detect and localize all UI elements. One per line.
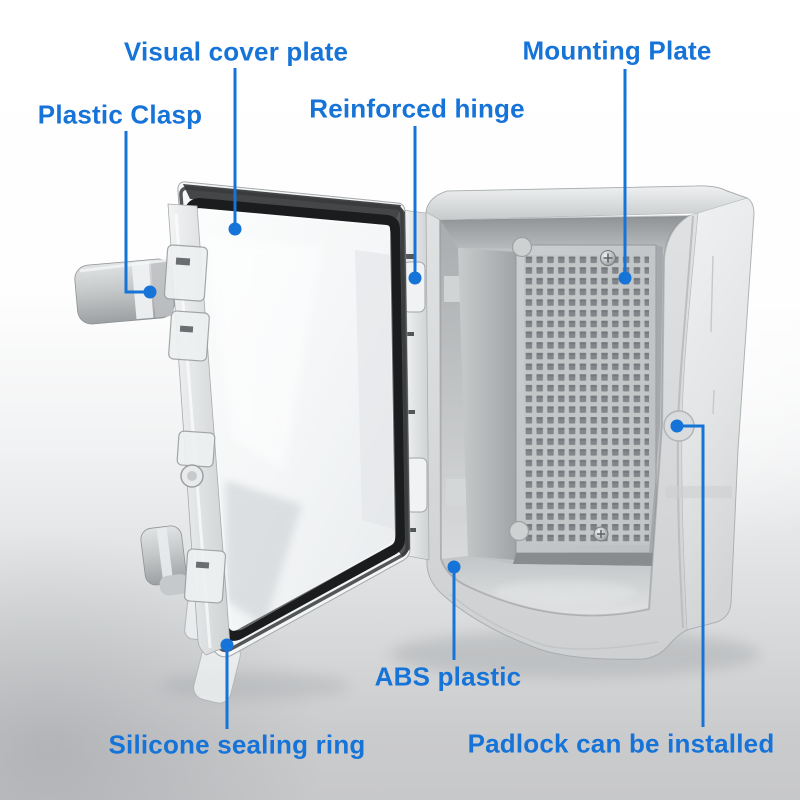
wall-seam xyxy=(710,255,714,333)
rail-slot xyxy=(195,561,210,569)
transparent-cover xyxy=(163,181,411,658)
callout-label-padlock: Padlock can be installed xyxy=(467,728,775,759)
callout-dot-reinforced-hinge xyxy=(408,271,422,285)
wall-reflection-band xyxy=(666,486,732,498)
rail-knuckle xyxy=(176,430,216,468)
callout-dot-silicone-sealing-ring xyxy=(220,638,234,652)
cover-ground-shadow xyxy=(160,672,350,700)
leader-plastic-clasp xyxy=(124,131,148,294)
box-interior xyxy=(440,216,688,616)
callout-label-plastic-clasp: Plastic Clasp xyxy=(37,99,203,130)
plate-screw-top xyxy=(600,250,616,266)
rail-knuckle xyxy=(168,310,210,362)
interior-back-corner xyxy=(458,248,516,560)
callout-dot-visual-cover-plate xyxy=(228,222,242,236)
hinge-slot xyxy=(408,410,415,414)
enclosure-box xyxy=(425,185,755,660)
plate-bottom-shadow xyxy=(513,553,656,566)
rail-knuckle xyxy=(183,548,227,604)
hinge-slot xyxy=(406,254,414,259)
interior-left-wall xyxy=(440,220,468,559)
callout-dot-padlock xyxy=(670,419,684,433)
callout-label-abs-plastic: ABS plastic xyxy=(374,661,522,692)
callout-label-mounting-plate: Mounting Plate xyxy=(522,35,712,66)
hinge-pin-center xyxy=(187,471,197,481)
callout-label-reinforced-hinge: Reinforced hinge xyxy=(309,93,525,124)
cover-clasp-rail xyxy=(163,203,231,656)
callout-label-visual-cover-plate: Visual cover plate xyxy=(123,36,349,67)
hinge-slot xyxy=(407,332,414,336)
flange-groove-bottom xyxy=(449,593,659,650)
window-reflections xyxy=(205,235,396,625)
rail-slot xyxy=(175,257,191,266)
leader-padlock xyxy=(677,424,705,727)
callout-dots xyxy=(143,222,684,652)
callout-label-silicone-sealing-ring: Silicone sealing ring xyxy=(108,729,366,760)
box-silhouette xyxy=(425,185,755,660)
hinge-slot xyxy=(409,528,416,532)
rail-slot xyxy=(179,325,194,333)
plastic-clasp-hook xyxy=(140,525,190,596)
floor-reflection xyxy=(493,580,637,604)
rail-knuckle xyxy=(163,244,209,302)
plate-screw-bottom xyxy=(593,526,609,542)
callout-dot-abs-plastic xyxy=(447,560,461,574)
callout-lines xyxy=(124,68,705,729)
plate-boss-bottom xyxy=(508,520,530,542)
wall-seam xyxy=(712,389,715,415)
plate-right-shadow xyxy=(649,245,663,553)
plate-boss-top xyxy=(511,236,533,258)
callout-dot-mounting-plate xyxy=(618,271,632,285)
mounting-plate-holes xyxy=(524,255,649,545)
callout-dot-plastic-clasp xyxy=(143,285,157,299)
